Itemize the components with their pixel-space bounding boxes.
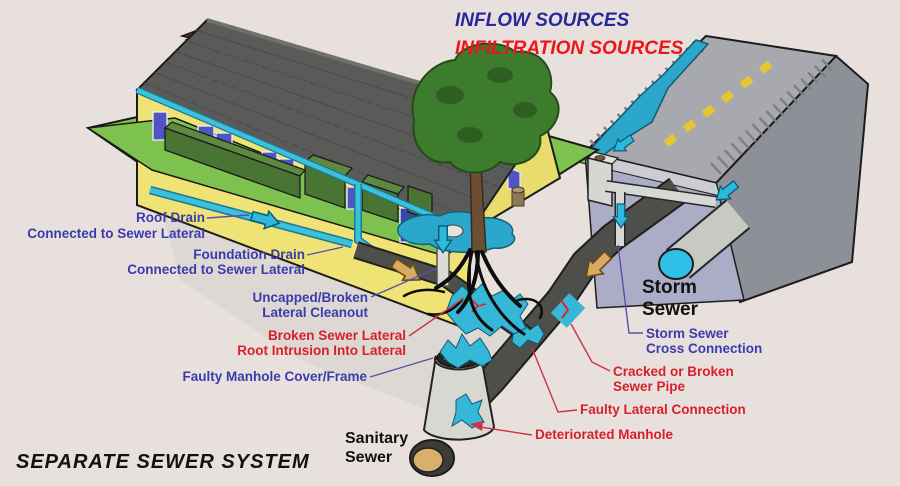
- deteriorated-manhole-splash: [451, 393, 485, 429]
- foundation-drain-leader: [306, 246, 344, 256]
- cracked-pipe-label-2: Sewer Pipe: [613, 379, 686, 394]
- broken-lateral-label-1: Broken Sewer Lateral: [268, 328, 406, 343]
- street-gutter-stream: [586, 39, 710, 159]
- cross-connection-leader: [617, 244, 643, 334]
- canopy-texture: [436, 67, 537, 143]
- roof-gutter: [136, 87, 471, 235]
- roof-drain-label-2: Connected to Sewer Lateral: [27, 226, 205, 241]
- deteriorated-manhole-leader: [479, 426, 533, 436]
- storm-sewer-label-1: Storm: [642, 277, 697, 298]
- storm-sewer-road-group: [551, 34, 870, 309]
- catch-basin-inlet: [594, 155, 606, 161]
- callouts-group: Roof Drain Connected to Sewer Lateral Fo…: [27, 210, 762, 466]
- tree-canopy: [411, 42, 560, 174]
- deteriorated-manhole-arrowhead: [470, 421, 483, 431]
- sanitary-sewer-label-2: Sewer: [345, 449, 392, 466]
- cleanout-label-1: Uncapped/Broken: [252, 290, 368, 305]
- cracked-pipe-label-1: Cracked or Broken: [613, 364, 734, 379]
- pipe-crack-mark: [560, 299, 570, 319]
- separate-sewer-system-title: SEPARATE SEWER SYSTEM: [16, 451, 310, 473]
- infiltration-sources-title: INFILTRATION SOURCES: [455, 38, 684, 59]
- inflow-sources-title: INFLOW SOURCES: [455, 10, 629, 31]
- manhole-cover-leader: [369, 357, 434, 378]
- cross-connection-pipe-horizontal: [605, 181, 717, 207]
- manhole-group: [409, 332, 496, 477]
- storm-sewer-label-2: Sewer: [642, 299, 699, 320]
- foundation-drain-label-1: Foundation Drain: [193, 247, 305, 262]
- broken-lateral-leader: [408, 297, 465, 337]
- manhole-cover-label: Faulty Manhole Cover/Frame: [182, 369, 367, 384]
- foundation-drain-label-2: Connected to Sewer Lateral: [127, 262, 305, 277]
- roof-drain-label-1: Roof Drain: [136, 210, 205, 225]
- storm-pipe-water-face: [658, 248, 694, 280]
- cracked-pipe-leader: [570, 323, 611, 372]
- cleanout-riser-top: [511, 186, 525, 194]
- broken-lateral-label-2: Root Intrusion Into Lateral: [237, 343, 406, 358]
- faulty-lateral-leader: [531, 347, 578, 413]
- hedge-long: [164, 127, 301, 199]
- tree-roots: [402, 248, 543, 336]
- deteriorated-manhole-label: Deteriorated Manhole: [535, 427, 674, 442]
- tree-group: [402, 42, 560, 336]
- manhole-cover-splash: [439, 332, 493, 369]
- storm-pipe-group: [605, 180, 751, 280]
- cleanout-leader: [370, 267, 438, 298]
- cleanout-label-2: Lateral Cleanout: [262, 305, 368, 320]
- sanitary-sewer-label-1: Sanitary: [345, 430, 408, 447]
- cross-connection-label-1: Storm Sewer: [646, 326, 729, 341]
- catch-basin: [587, 157, 613, 207]
- roof-drain-leader: [206, 214, 250, 219]
- cross-connection-label-2: Cross Connection: [646, 341, 762, 356]
- sanitary-main-cut-face: [412, 447, 444, 473]
- faulty-lateral-label: Faulty Lateral Connection: [580, 402, 746, 417]
